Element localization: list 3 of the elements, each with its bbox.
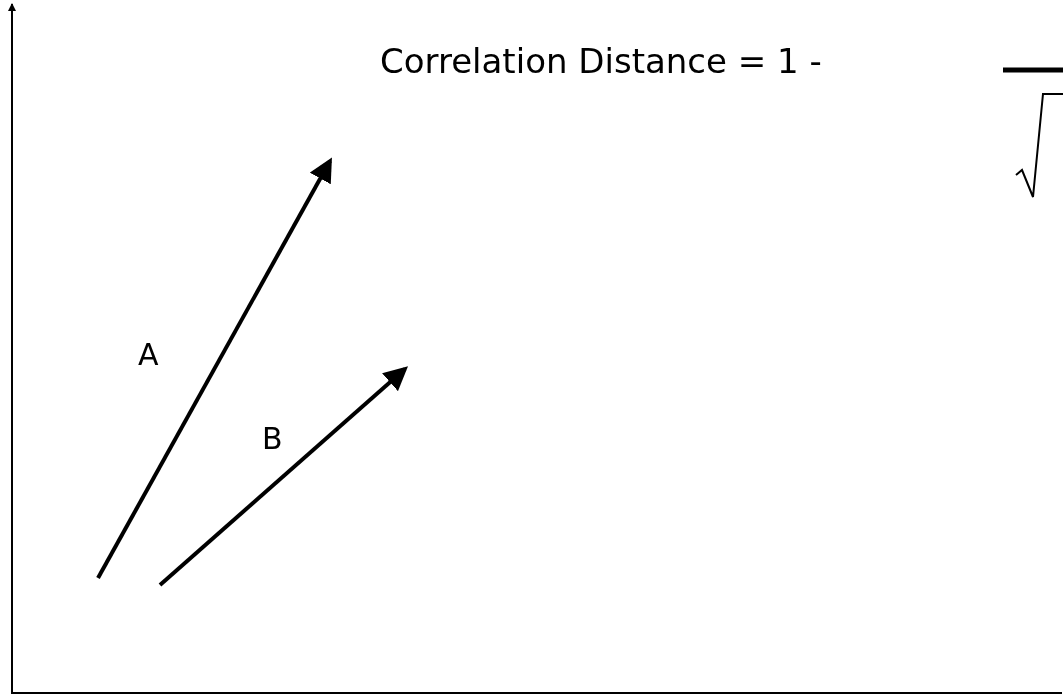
formula-text: Correlation Distance = 1 - [380, 44, 822, 78]
vector-label: B [262, 424, 283, 454]
vector-label: A [138, 340, 159, 370]
